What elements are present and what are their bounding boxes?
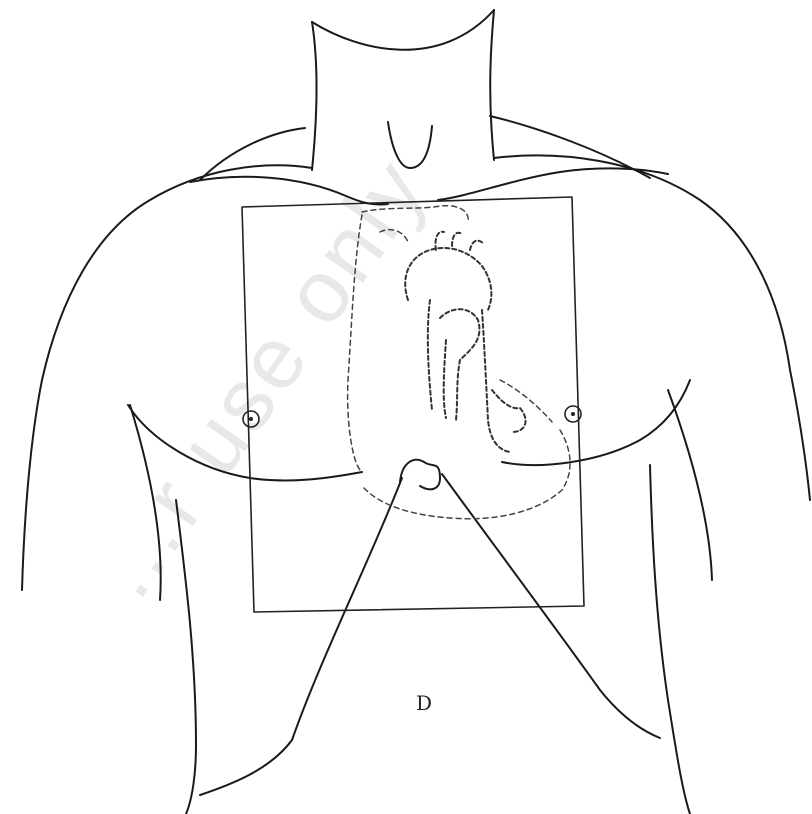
left-torso-side <box>176 500 196 814</box>
heart-right-border <box>348 215 362 470</box>
inner-chamber-line <box>444 340 446 418</box>
descending-aorta <box>482 310 510 452</box>
heart-left-border <box>500 380 552 422</box>
left-pectoral-line <box>128 405 362 480</box>
left-shoulder-outline <box>22 165 312 590</box>
right-atrium <box>380 230 408 242</box>
right-pectoral-line <box>502 380 690 465</box>
heart-top-border <box>362 206 468 222</box>
left-ventricle-loop <box>492 390 526 432</box>
brachiocephalic-vessel-2 <box>452 233 462 246</box>
right-inner-arm <box>668 390 712 580</box>
right-clavicle <box>438 168 668 200</box>
left-inner-arm <box>130 405 161 600</box>
ascending-aorta <box>428 300 432 410</box>
jaw-line <box>312 10 494 50</box>
right-torso-side <box>650 465 690 814</box>
neck-left-outline <box>312 22 317 170</box>
suprasternal-notch <box>388 122 432 168</box>
pulmonary-trunk <box>440 309 479 420</box>
electrode-pad-outline <box>242 197 584 612</box>
left-costal-margin <box>200 478 402 795</box>
heart-inferior-border <box>364 430 570 519</box>
xiphoid-process <box>400 460 440 489</box>
navel-mark: D <box>416 693 432 713</box>
right-shoulder-outline <box>494 155 810 500</box>
aortic-arch <box>405 248 491 310</box>
left-clavicle <box>190 177 388 205</box>
neck-right-outline <box>490 10 494 160</box>
right-electrode-marker <box>243 411 259 427</box>
brachiocephalic-vessel-3 <box>470 241 484 250</box>
